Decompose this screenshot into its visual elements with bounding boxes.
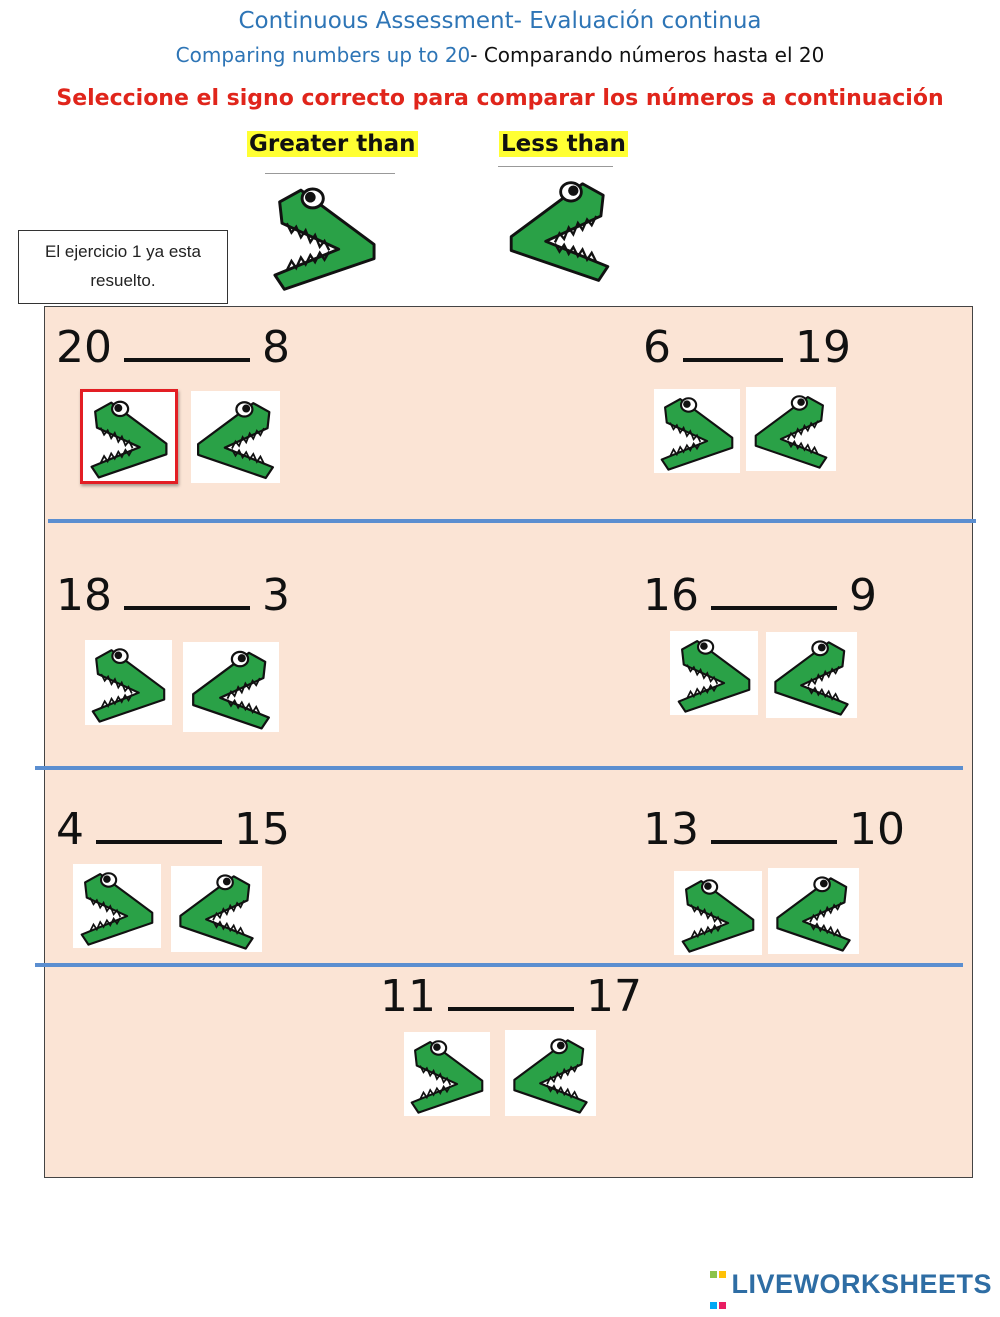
row-separator — [35, 963, 963, 967]
right-number: 10 — [849, 804, 905, 855]
less-than-option[interactable] — [766, 632, 857, 718]
greater-than-option[interactable] — [670, 631, 758, 715]
greater-than-option[interactable] — [73, 864, 161, 948]
less-than-option[interactable] — [768, 868, 859, 954]
greater-than-option[interactable] — [85, 640, 172, 725]
legend-divider — [265, 173, 395, 174]
brand-text: LIVEWORKSHEETS — [731, 1269, 992, 1300]
greater-than-option[interactable] — [80, 389, 178, 484]
left-number: 16 — [643, 570, 699, 621]
less-than-croc-icon — [766, 632, 857, 718]
less-than-option[interactable] — [183, 642, 279, 732]
answer-blank — [124, 572, 250, 610]
left-number: 6 — [643, 322, 671, 373]
greater-than-option[interactable] — [674, 871, 762, 955]
greater-than-croc-icon — [73, 864, 161, 948]
answer-blank — [711, 806, 837, 844]
row-separator — [35, 766, 963, 770]
right-number: 15 — [234, 804, 290, 855]
less-than-option[interactable] — [191, 391, 280, 483]
less-than-croc-icon — [191, 391, 280, 483]
less-than-croc-icon — [502, 170, 617, 285]
problem-3: 18 3 — [56, 571, 290, 621]
greater-than-croc-icon — [85, 640, 172, 725]
greater-than-option[interactable] — [654, 389, 740, 473]
legend-divider — [498, 166, 613, 167]
less-than-croc-icon — [183, 642, 279, 732]
greater-than-croc-icon — [674, 871, 762, 955]
left-number: 13 — [643, 804, 699, 855]
answer-blank — [124, 324, 250, 362]
left-number: 11 — [380, 971, 436, 1022]
greater-than-croc-icon — [654, 389, 740, 473]
legend-less-label: Less than — [499, 131, 628, 157]
less-than-option[interactable] — [746, 387, 836, 471]
answer-blank — [711, 572, 837, 610]
subtitle-spanish: - Comparando números hasta el 20 — [470, 43, 825, 67]
greater-than-croc-icon — [404, 1032, 490, 1116]
right-number: 19 — [795, 322, 851, 373]
legend-greater-label: Greater than — [247, 131, 418, 157]
subtitle-english: Comparing numbers up to 20 — [175, 43, 471, 67]
problem-1: 20 8 — [56, 323, 290, 373]
greater-than-option[interactable] — [404, 1032, 490, 1116]
legend-greater: Greater than — [247, 129, 418, 159]
page-title: Continuous Assessment- Evaluación contin… — [238, 8, 762, 34]
instruction-text: Seleccione el signo correcto para compar… — [56, 86, 944, 111]
less-than-option[interactable] — [505, 1030, 596, 1116]
answer-blank — [683, 324, 783, 362]
answer-blank — [448, 973, 574, 1011]
less-than-croc-icon — [505, 1030, 596, 1116]
greater-than-croc-icon — [670, 631, 758, 715]
left-number: 18 — [56, 570, 112, 621]
problem-6: 13 10 — [643, 805, 905, 855]
problem-7: 11 17 — [380, 972, 642, 1022]
right-number: 8 — [262, 322, 290, 373]
problem-5: 4 15 — [56, 805, 290, 855]
less-than-croc-icon — [171, 866, 262, 952]
right-number: 9 — [849, 570, 877, 621]
left-number: 20 — [56, 322, 112, 373]
left-number: 4 — [56, 804, 84, 855]
less-than-option[interactable] — [171, 866, 262, 952]
row-separator — [48, 519, 976, 523]
page-subtitle: Comparing numbers up to 20- Comparando n… — [0, 43, 1000, 67]
less-than-croc-icon — [746, 387, 836, 471]
logo-blocks-icon — [709, 1255, 727, 1317]
problem-4: 16 9 — [643, 571, 877, 621]
less-than-croc-icon — [768, 868, 859, 954]
liveworksheets-logo: LIVEWORKSHEETS — [709, 1255, 992, 1317]
greater-than-croc-icon — [262, 176, 387, 294]
right-number: 3 — [262, 570, 290, 621]
solved-example-note: El ejercicio 1 ya esta resuelto. — [18, 230, 228, 304]
greater-than-croc-icon — [83, 392, 175, 481]
right-number: 17 — [586, 971, 642, 1022]
answer-blank — [96, 806, 222, 844]
legend-less: Less than — [499, 129, 628, 159]
problem-2: 6 19 — [643, 323, 851, 373]
